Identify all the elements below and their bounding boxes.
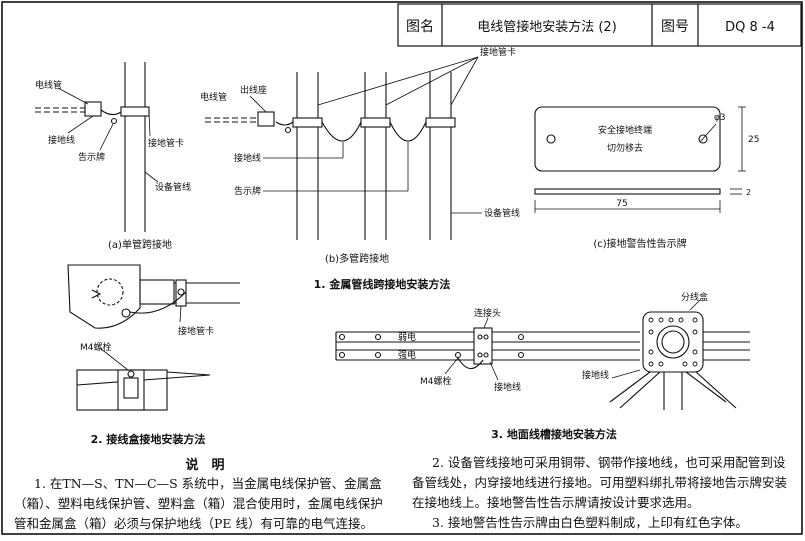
caption-1c: (c)接地警告性告示牌 <box>593 237 686 250</box>
figure-3 <box>335 299 750 410</box>
dim-width: 75 <box>616 199 627 209</box>
label-3-ground-wire-2: 接地线 <box>582 369 609 381</box>
junction-box-holes <box>648 317 698 367</box>
label-3-weak: 弱电 <box>398 331 416 343</box>
label-1b-clamp: 接地管卡 <box>480 46 516 58</box>
dim-height: 25 <box>748 135 759 145</box>
caption-figure-3: 3. 地面线槽接地安装方法 <box>491 427 617 441</box>
label-1a-conduit: 电线管 <box>35 79 62 91</box>
label-1a-sign: 告示牌 <box>78 151 105 163</box>
sign-plate-line1: 安全接地终端 <box>598 124 652 136</box>
label-1a-ground-wire: 接地线 <box>48 134 75 146</box>
figure-1b <box>205 56 482 240</box>
figure-1c <box>534 106 746 213</box>
figure-1a <box>35 62 159 232</box>
drawing-title: 电线管接地安装方法 (2) <box>477 19 617 35</box>
label-1a-clamp: 接地管卡 <box>148 137 184 149</box>
figure-2 <box>67 264 240 411</box>
note-2: 2. 设备管线接地可采用铜带、钢带作接地线，也可采用配管到设备管线处，内穿接地线… <box>412 455 788 510</box>
dim-hole: φ3 <box>714 113 726 123</box>
dim-thickness: 2 <box>746 188 751 197</box>
title-block <box>397 3 802 47</box>
label-2-clamp: 接地管卡 <box>178 325 214 337</box>
drawing-number: DQ 8 -4 <box>725 20 775 35</box>
label-1b-conduit: 电线管 <box>200 91 227 103</box>
caption-figure-1: 1. 金属管线跨接地安装方法 <box>314 277 451 291</box>
label-3-junction-box: 分线盒 <box>681 291 708 303</box>
label-1b-pipe: 设备管线 <box>484 207 520 219</box>
label-1b-sign: 告示牌 <box>234 185 261 197</box>
note-1: 1. 在TN—S、TN—C—S 系统中，当金属电线保护管、金属盒（箱）、塑料电线… <box>14 476 383 531</box>
title-number-label: 图号 <box>661 19 689 35</box>
label-3-ground-wire-1: 接地线 <box>494 381 521 393</box>
caption-1b: (b)多管跨接地 <box>325 252 389 265</box>
sign-plate-line2: 切勿移去 <box>607 142 643 154</box>
title-name-label: 图名 <box>406 19 434 35</box>
label-3-bolt: M4螺栓 <box>420 375 452 387</box>
caption-figure-2: 2. 接线盒接地安装方法 <box>91 432 206 446</box>
label-1a-pipe: 设备管线 <box>155 181 191 193</box>
label-2-bolt: M4螺栓 <box>80 341 112 353</box>
caption-1a: (a)单管跨接地 <box>108 238 172 251</box>
label-3-strong: 强电 <box>398 349 416 361</box>
label-3-connector: 连接头 <box>474 307 501 319</box>
note-3: 3. 接地警告性告示牌由白色塑料制成，上印有红色字体。 <box>432 515 748 530</box>
notes-heading: 说 明 <box>185 457 224 473</box>
label-1b-ground-wire: 接地线 <box>234 152 261 164</box>
label-1b-outlet: 出线座 <box>240 84 267 96</box>
